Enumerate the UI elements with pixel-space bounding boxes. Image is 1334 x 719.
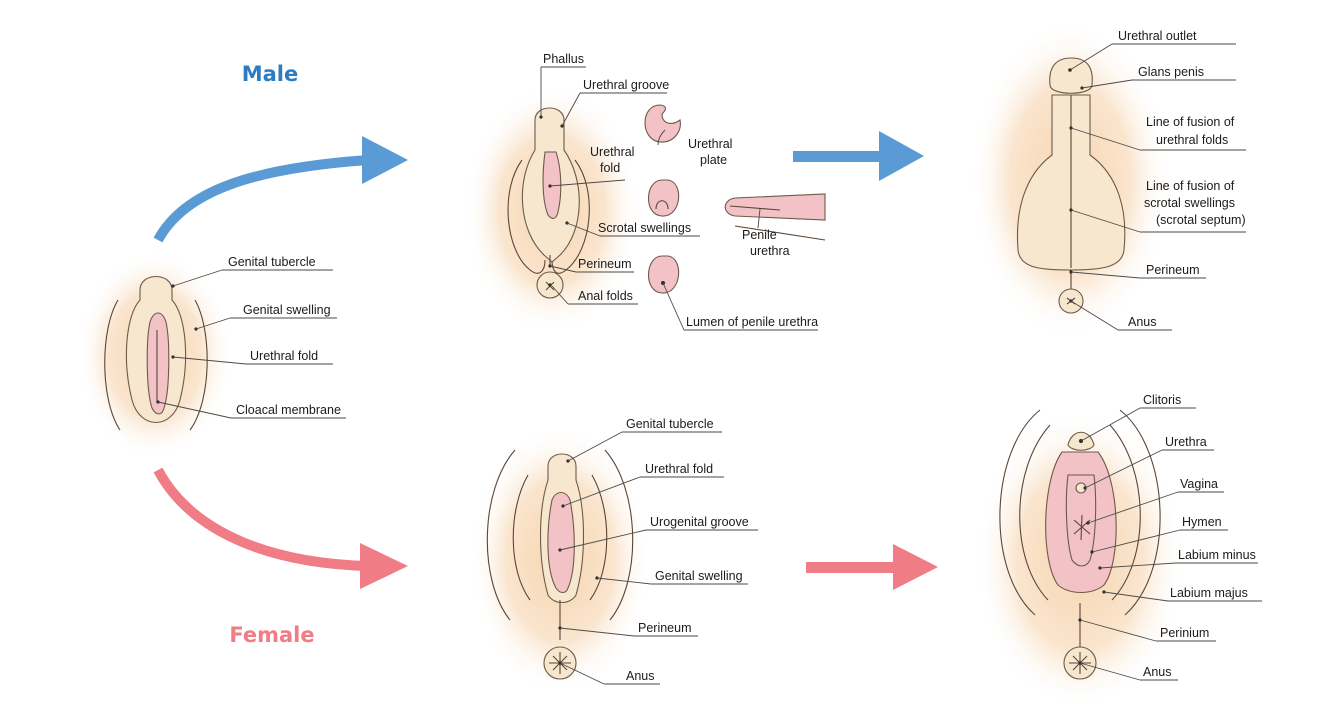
label-clitoris: Clitoris — [1143, 393, 1181, 407]
label-scrotal-swellings: Scrotal swellings — [598, 221, 691, 235]
label-line-urethral-folds-line1: Line of fusion of — [1146, 115, 1235, 129]
female-heading: Female — [229, 623, 314, 647]
label-lumen-penile-urethra: Lumen of penile urethra — [686, 315, 818, 329]
female-mid-illustration — [470, 425, 650, 695]
label-genital-tubercle: Genital tubercle — [228, 255, 316, 269]
label-urethra: Urethra — [1165, 435, 1207, 449]
label-line-scrotal-line2: scrotal swellings — [1144, 196, 1235, 210]
label-labium-majus: Labium majus — [1170, 586, 1248, 600]
label-urogenital-groove: Urogenital groove — [650, 515, 749, 529]
male-final-leaders — [1069, 43, 1246, 331]
label-line-scrotal-line1: Line of fusion of — [1146, 179, 1235, 193]
label-vagina: Vagina — [1180, 477, 1218, 491]
male-curved-arrow — [153, 136, 408, 243]
label-perineum-female-mid: Perineum — [638, 621, 692, 635]
label-line-scrotal-line3: (scrotal septum) — [1156, 213, 1246, 227]
label-perinium: Perinium — [1160, 626, 1209, 640]
female-arrow-right — [806, 544, 938, 590]
label-anal-folds: Anal folds — [578, 289, 633, 303]
label-phallus: Phallus — [543, 52, 584, 66]
female-curved-arrow — [153, 467, 408, 589]
label-urethral-plate-line1: Urethral — [688, 137, 732, 151]
label-genital-swelling-female: Genital swelling — [655, 569, 743, 583]
label-urethral-groove: Urethral groove — [583, 78, 669, 92]
female-final-leaders — [1079, 407, 1262, 681]
label-cloacal-membrane: Cloacal membrane — [236, 403, 341, 417]
female-final-illustration — [975, 409, 1185, 710]
male-final-illustration — [970, 20, 1170, 340]
male-arrow-right — [793, 131, 924, 181]
label-urethral-plate-line2: plate — [700, 153, 727, 167]
label-urethral-fold-female: Urethral fold — [645, 462, 713, 476]
label-genital-swelling: Genital swelling — [243, 303, 331, 317]
label-anus-male-final: Anus — [1128, 315, 1157, 329]
label-urethral-fold: Urethral fold — [250, 349, 318, 363]
label-urethral-fold-line2: fold — [600, 161, 620, 175]
indifferent-leaders — [157, 269, 346, 419]
label-urethral-fold-line1: Urethral — [590, 145, 634, 159]
label-urethral-outlet: Urethral outlet — [1118, 29, 1197, 43]
label-perineum-male-final: Perineum — [1146, 263, 1200, 277]
male-mid-leaders — [540, 66, 818, 331]
male-heading: Male — [242, 62, 299, 86]
label-penile-urethra-line1: Penile — [742, 228, 777, 242]
label-anus-female-mid: Anus — [626, 669, 655, 683]
female-mid-leaders — [559, 431, 758, 685]
label-labium-minus: Labium minus — [1178, 548, 1256, 562]
label-penile-urethra-line2: urethra — [750, 244, 790, 258]
label-glans-penis: Glans penis — [1138, 65, 1204, 79]
label-perineum-male-mid: Perineum — [578, 257, 632, 271]
label-line-urethral-folds-line2: urethral folds — [1156, 133, 1228, 147]
label-anus-female-final: Anus — [1143, 665, 1172, 679]
label-hymen: Hymen — [1182, 515, 1222, 529]
male-mid-illustration — [464, 85, 826, 335]
indifferent-stage-illustration — [77, 250, 233, 460]
label-genital-tubercle-female: Genital tubercle — [626, 417, 714, 431]
